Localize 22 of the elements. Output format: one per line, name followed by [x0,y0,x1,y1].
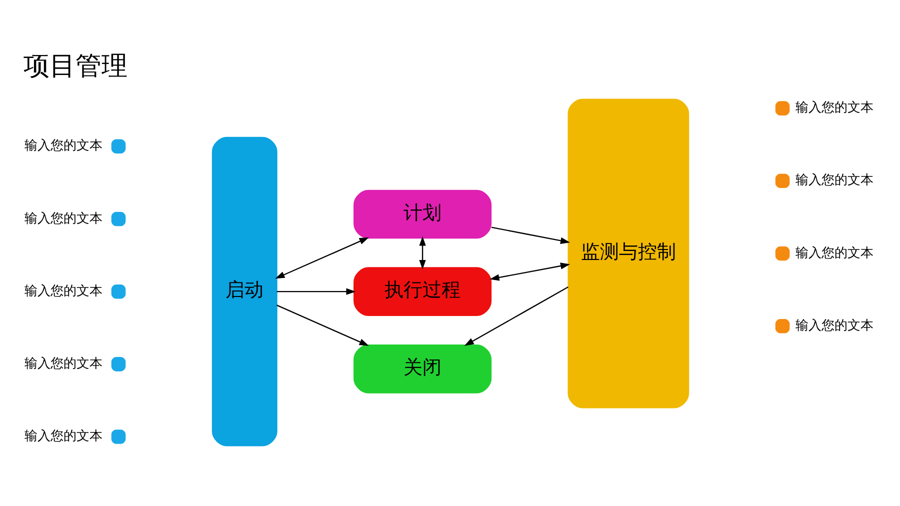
diagram-title: 项目管理 [23,51,128,82]
node-box: 监测与控制 [567,98,689,408]
label: 输入您的文本 [795,172,874,188]
arrow [418,236,426,270]
label: 输入您的文本 [24,428,102,444]
arrow [274,236,368,278]
label: 输入您的文本 [24,210,102,226]
label: 输入您的文本 [24,356,102,372]
arrow [276,304,368,346]
node-box: 执行过程 [353,266,492,316]
arrow [276,288,356,294]
label: 输入您的文本 [795,245,874,260]
node-box: 启动 [211,136,277,446]
arrow [464,286,568,346]
node-box: 关闭 [353,344,492,393]
label: 输入您的文本 [24,138,102,154]
label: 输入您的文本 [795,318,874,333]
node-box: 计划 [353,189,492,238]
label: 输入您的文本 [795,100,874,116]
arrow [489,262,570,280]
arrow [490,226,570,244]
label: 输入您的文本 [24,283,102,298]
